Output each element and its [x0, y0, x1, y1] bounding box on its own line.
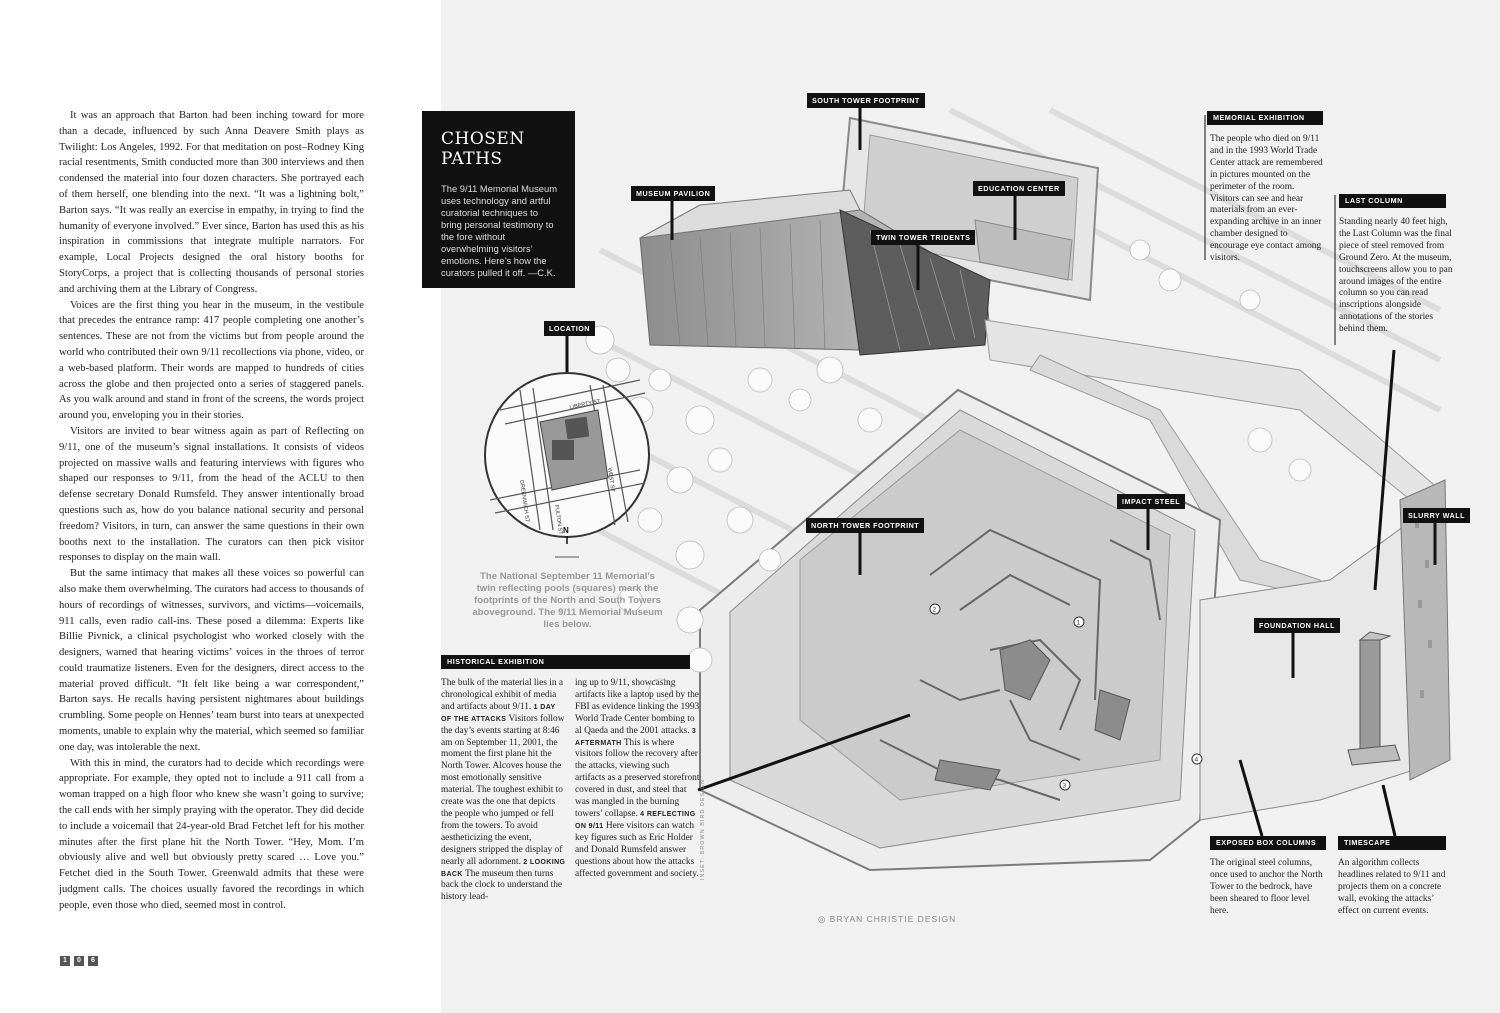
foundation-hall: [1199, 479, 1451, 821]
hist-num-3: 3: [691, 727, 697, 735]
memorial-exhibition-text: The people who died on 9/11 and in the 1…: [1210, 134, 1323, 264]
label-museum-pavilion: MUSEUM PAVILION: [631, 186, 716, 201]
article-body: It was an approach that Barton had been …: [59, 108, 364, 914]
article-paragraph: But the same intimacy that makes all the…: [59, 568, 364, 753]
inset-credit: INSET: BROWN BIRD DESIGN: [700, 778, 706, 880]
article-paragraph: It was an approach that Barton had been …: [59, 110, 364, 295]
memorial-exhibition-label: MEMORIAL EXHIBITION: [1207, 111, 1323, 125]
historical-exhibition-col-1: The bulk of the material lies in a chron…: [441, 678, 567, 904]
label-south-tower-footprint: SOUTH TOWER FOOTPRINT: [807, 93, 925, 108]
north-arrow-icon: N: [563, 526, 569, 535]
label-slurry-wall: SLURRY WALL: [1403, 508, 1471, 523]
article-paragraph: Visitors are invited to bear witness aga…: [59, 425, 364, 564]
label-location: LOCATION: [544, 321, 595, 336]
trees: [585, 239, 1312, 702]
north-tower-footprint: [699, 388, 1222, 872]
timescape-text: An algorithm collects headlines related …: [1338, 858, 1446, 916]
hist-intro: The bulk of the material lies in a chron…: [441, 678, 564, 712]
page-number: 1 0 6: [60, 956, 98, 966]
location-map: LIBERTY ST GREENWICH ST WEST ST FULTON S…: [484, 372, 650, 558]
folio-digit: 0: [74, 956, 84, 966]
article-paragraph: Voices are the first thing you hear in t…: [59, 299, 364, 422]
hist-head-looking-back: LOOKING BACK: [441, 858, 566, 878]
sidebar-title-box: CHOSEN PATHS The 9/11 Memorial Museum us…: [422, 111, 575, 288]
credit-text: BRYAN CHRISTIE DESIGN: [829, 914, 957, 924]
label-north-tower-footprint: NORTH TOWER FOOTPRINT: [806, 518, 925, 533]
historical-exhibition-col-2: ing up to 9/11, showcasing artifacts lik…: [575, 678, 701, 880]
article-paragraph: With this in mind, the curators had to d…: [59, 757, 364, 911]
hist-intro-cont: ing up to 9/11, showcasing artifacts lik…: [575, 678, 700, 736]
historical-exhibition-label: HISTORICAL EXHIBITION: [441, 655, 690, 669]
last-column-text: Standing nearly 40 feet high, the Last C…: [1339, 217, 1453, 335]
map-street-label: FULTON ST: [553, 504, 563, 535]
hist-num-1: 1: [533, 703, 538, 711]
hist-num-2: 2: [523, 858, 528, 866]
hist-text-aftermath: This is where visitors follow the recove…: [575, 737, 700, 819]
left-page: It was an approach that Barton had been …: [0, 0, 441, 1013]
folio-digit: 6: [88, 956, 98, 966]
marker-3: 3: [1063, 783, 1067, 790]
hist-text-day-of-attacks: Visitors follow the day’s events startin…: [441, 713, 565, 867]
marker-4: 4: [1195, 757, 1199, 764]
last-column: [1347, 631, 1401, 766]
timescape-label: TIMESCAPE: [1338, 836, 1446, 850]
map-street-label: GREENWICH ST: [518, 479, 530, 523]
marker-2: 2: [933, 607, 937, 614]
label-education-center: EDUCATION CENTER: [973, 181, 1065, 196]
map-caption: The National September 11 Memorial’s twi…: [472, 571, 663, 630]
exposed-box-columns-text: The original steel columns, once used to…: [1210, 858, 1323, 916]
label-twin-tower-tridents: TWIN TOWER TRIDENTS: [871, 230, 976, 245]
marker-1: 1: [1077, 620, 1081, 627]
map-street-label: WEST ST: [606, 467, 615, 493]
hist-text-reflecting: Here visitors can watch key figures such…: [575, 820, 699, 879]
sidebar-title: CHOSEN PATHS: [441, 129, 525, 169]
hist-head-reflecting: REFLECTING ON 9/11: [575, 810, 696, 830]
label-impact-steel: IMPACT STEEL: [1117, 494, 1186, 509]
folio-digit: 1: [60, 956, 70, 966]
illustration-credit: ◎ BRYAN CHRISTIE DESIGN: [818, 914, 956, 925]
hist-head-aftermath: AFTERMATH: [575, 739, 622, 747]
museum-pavilion: [639, 189, 991, 356]
sidebar-dek: The 9/11 Memorial Museum uses technology…: [441, 183, 558, 278]
label-foundation-hall: FOUNDATION HALL: [1254, 618, 1341, 633]
hist-text-looking-back: The museum then turns back the clock to …: [441, 868, 563, 903]
leader-lines: [565, 105, 1437, 837]
last-column-label: LAST COLUMN: [1339, 194, 1446, 208]
hist-num-4: 4: [640, 810, 645, 818]
hist-head-day-of-attacks: DAY OF THE ATTACKS: [441, 703, 556, 723]
diagram-markers: 1 2 3 4: [929, 603, 1203, 791]
credit-logo-icon: ◎: [818, 914, 830, 924]
exposed-box-columns-label: EXPOSED BOX COLUMNS: [1210, 836, 1326, 850]
